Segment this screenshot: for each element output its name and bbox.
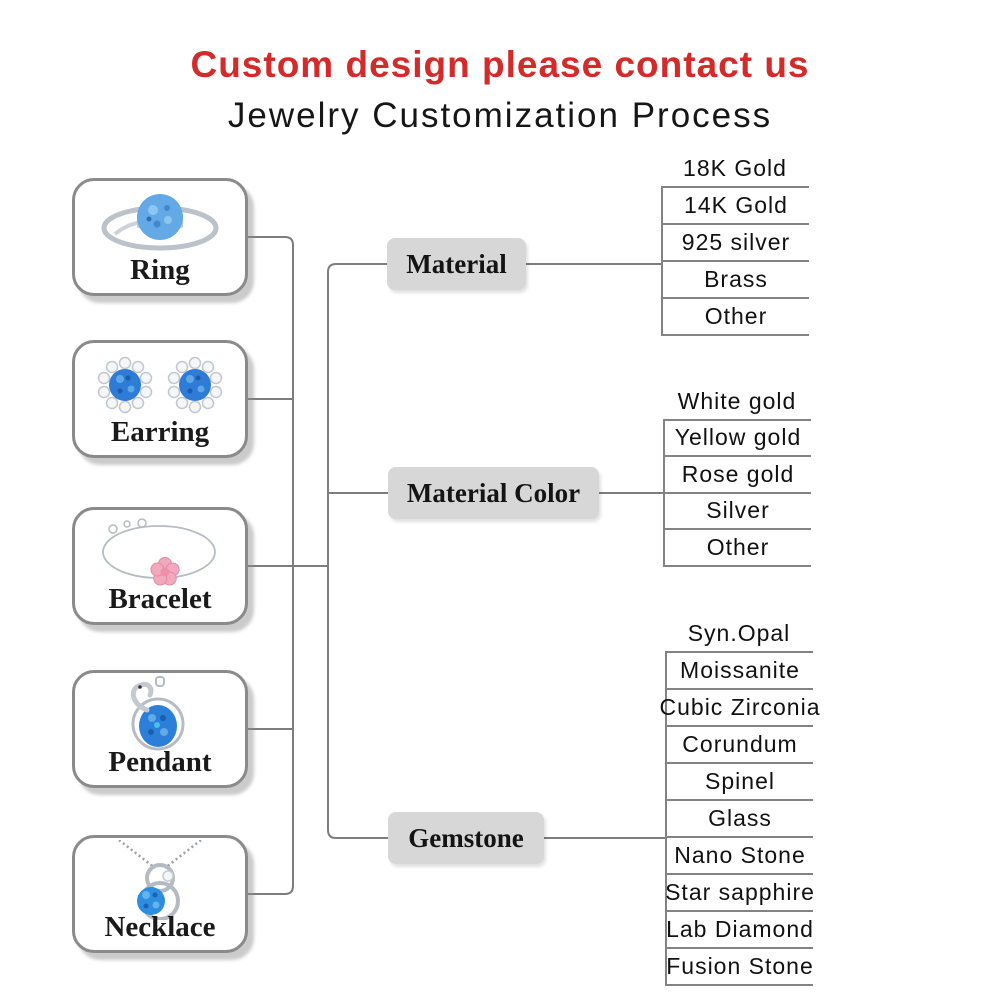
option-item: 18K Gold <box>661 151 809 188</box>
option-item: Moissanite <box>665 653 813 690</box>
product-label-pendant: Pendant <box>108 746 212 778</box>
product-card-bracelet: Bracelet <box>72 507 248 625</box>
category-box-material-color: Material Color <box>388 467 599 519</box>
option-item: 925 silver <box>661 225 809 262</box>
product-label-ring: Ring <box>130 254 190 286</box>
page-title: Jewelry Customization Process <box>227 96 773 135</box>
earring-image <box>75 347 245 423</box>
product-card-earring: Earring <box>72 340 248 458</box>
option-item: Star sapphire <box>665 875 814 912</box>
option-item: Syn.Opal <box>665 616 813 653</box>
category-box-material: Material <box>387 238 526 290</box>
product-card-ring: Ring <box>72 178 248 296</box>
product-card-pendant: Pendant <box>72 670 248 788</box>
necklace-image <box>75 840 245 920</box>
option-item: Lab Diamond <box>665 912 813 949</box>
product-card-necklace: Necklace <box>72 835 248 953</box>
product-label-bracelet: Bracelet <box>108 583 212 615</box>
category-box-gemstone: Gemstone <box>388 812 544 864</box>
option-item: 14K Gold <box>661 188 809 225</box>
option-item: Rose gold <box>663 457 811 494</box>
option-item: Brass <box>661 262 809 299</box>
bracelet-image <box>75 514 245 590</box>
option-item: Nano Stone <box>665 838 813 875</box>
category-label-gemstone: Gemstone <box>408 822 524 853</box>
pendant-image <box>75 676 245 753</box>
option-item: Cubic Zirconia <box>660 690 820 727</box>
option-item: Yellow gold <box>663 420 811 457</box>
option-item: Corundum <box>665 727 813 764</box>
product-label-earring: Earring <box>110 416 210 448</box>
option-item: Other <box>663 530 811 567</box>
option-item: Silver <box>663 493 811 530</box>
category-label-material-color: Material Color <box>406 477 581 508</box>
option-item: Spinel <box>665 764 813 801</box>
contact-headline: Custom design please contact us <box>190 44 810 85</box>
product-label-necklace: Necklace <box>104 911 216 943</box>
category-label-material: Material <box>406 248 507 279</box>
option-item: White gold <box>663 384 811 421</box>
option-item: Fusion Stone <box>665 949 813 986</box>
ring-image <box>75 185 245 261</box>
option-item: Glass <box>665 801 813 838</box>
option-item: Other <box>661 299 809 336</box>
